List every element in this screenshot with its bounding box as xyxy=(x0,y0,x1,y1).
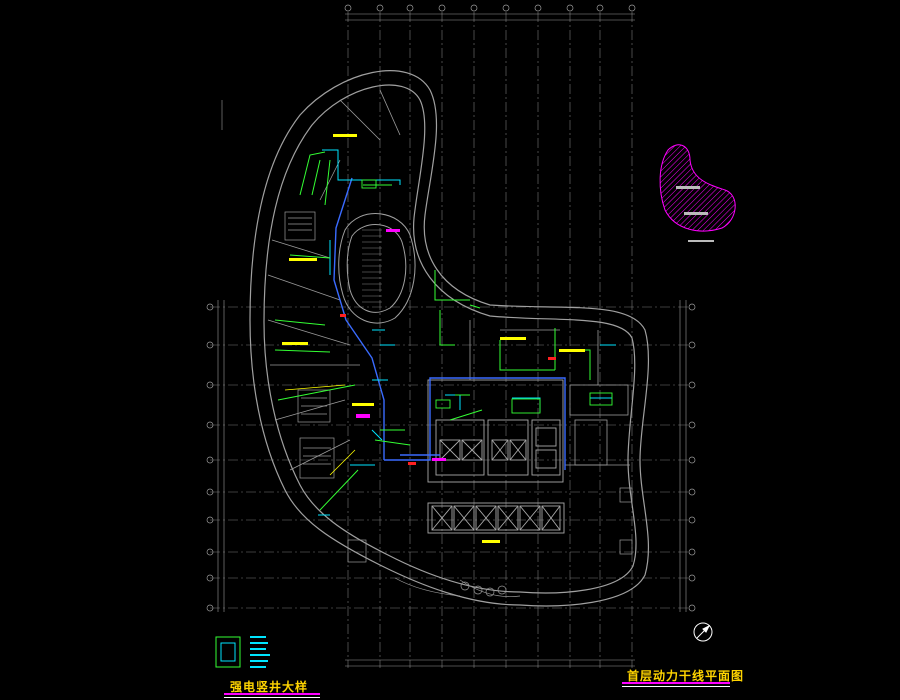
main-title: 首层动力干线平面图 xyxy=(627,669,745,683)
blue-trunk-conduits xyxy=(333,177,566,470)
building-outline xyxy=(249,70,650,607)
detail-title: 强电竖井大样 xyxy=(230,680,309,694)
left-stair-blocks xyxy=(284,211,335,479)
central-core xyxy=(427,379,564,483)
detail-title-underline-2 xyxy=(224,697,320,698)
bottom-curved-units xyxy=(347,487,633,597)
equipment-tags-magenta xyxy=(356,229,446,461)
detail-title-underline xyxy=(224,693,320,695)
main-title-underline-2 xyxy=(622,686,730,687)
shaft-detail-drawing xyxy=(215,636,270,668)
green-branch-lines xyxy=(274,151,591,511)
top-axis-bubbles xyxy=(344,4,636,12)
central-oval-core xyxy=(338,213,416,324)
oval-stair-treads xyxy=(362,229,382,303)
equipment-tags-yellow xyxy=(282,134,585,543)
panel-boxes xyxy=(361,179,613,414)
main-title-underline xyxy=(622,682,730,684)
top-dimension-line xyxy=(345,13,635,667)
north-arrow-icon xyxy=(693,622,713,642)
side-axis-bubbles xyxy=(206,303,696,612)
grid-lines-horizontal xyxy=(210,306,690,609)
side-dimension-lines xyxy=(217,100,687,612)
right-wing-rooms xyxy=(469,320,630,466)
key-plan-thumbnail xyxy=(659,144,736,242)
yellow-annotation-lines xyxy=(284,384,356,476)
elevator-bank xyxy=(427,502,565,534)
left-wing-partitions xyxy=(267,89,401,471)
equipment-tags-red xyxy=(340,314,556,465)
